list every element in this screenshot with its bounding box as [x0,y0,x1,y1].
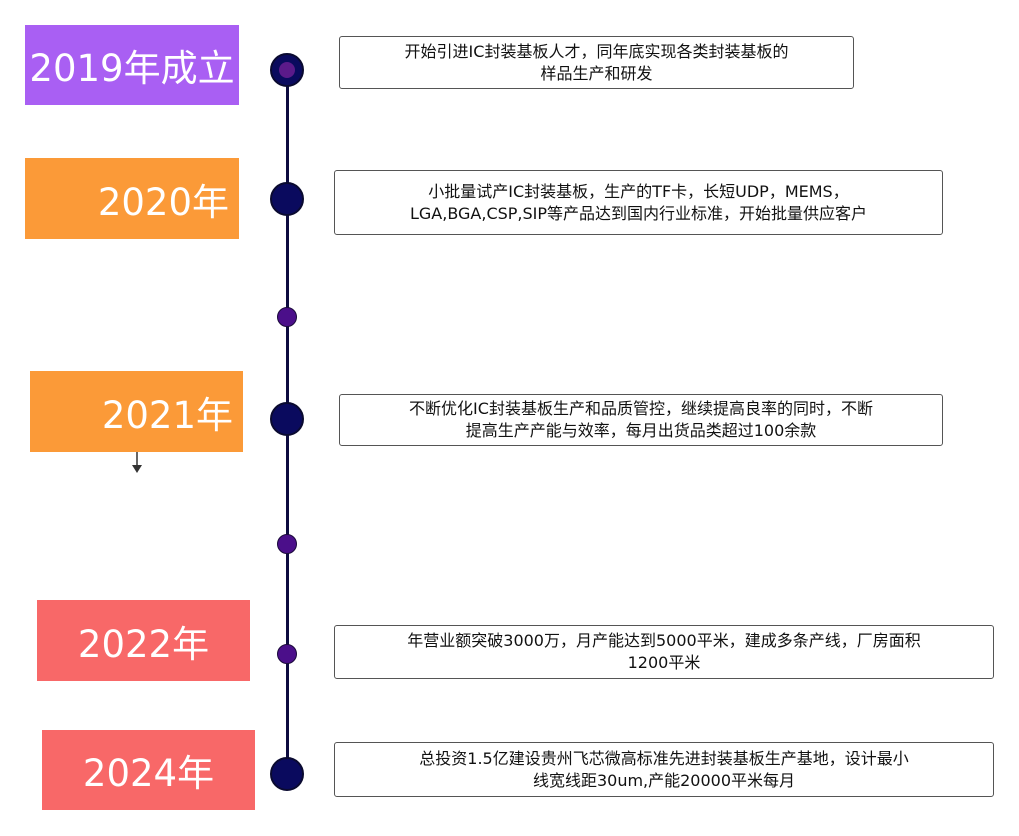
timeline-node-2024 [270,757,304,791]
year-label-2021: 2021年 [30,371,243,452]
milestone-description-2024: 总投资1.5亿建设贵州飞芯微高标准先进封装基板生产基地，设计最小 线宽线距30u… [334,742,994,797]
timeline-node-2019 [270,53,304,87]
timeline-node-inner [279,62,295,78]
year-label-2020: 2020年 [25,158,239,239]
year-label-2019: 2019年成立 [25,25,239,105]
milestone-text: 总投资1.5亿建设贵州飞芯微高标准先进封装基板生产基地，设计最小 线宽线距30u… [419,748,909,790]
milestone-text: 不断优化IC封装基板生产和品质管控，继续提高良率的同时，不断 提高生产产能与效率… [409,399,873,440]
milestone-description-2022: 年营业额突破3000万，月产能达到5000平米，建成多条产线，厂房面积 1200… [334,625,994,679]
milestone-text: 开始引进IC封装基板人才，同年底实现各类封装基板的 样品生产和研发 [404,41,789,83]
timeline-small-node [277,307,297,327]
year-label-2022: 2022年 [37,600,250,681]
year-label-2024: 2024年 [42,730,255,810]
timeline-node-2021 [270,402,304,436]
down-arrow-icon [132,452,142,473]
milestone-description-2019: 开始引进IC封装基板人才，同年底实现各类封装基板的 样品生产和研发 [339,36,854,89]
timeline-small-node-2022 [277,644,297,664]
milestone-text: 小批量试产IC封装基板，生产的TF卡，长短UDP，MEMS， LGA,BGA,C… [409,181,868,223]
milestone-text: 年营业额突破3000万，月产能达到5000平米，建成多条产线，厂房面积 1200… [407,631,921,672]
timeline-small-node [277,534,297,554]
timeline-node-2020 [270,182,304,216]
milestone-description-2020: 小批量试产IC封装基板，生产的TF卡，长短UDP，MEMS， LGA,BGA,C… [334,170,943,235]
milestone-description-2021: 不断优化IC封装基板生产和品质管控，继续提高良率的同时，不断 提高生产产能与效率… [339,394,943,446]
